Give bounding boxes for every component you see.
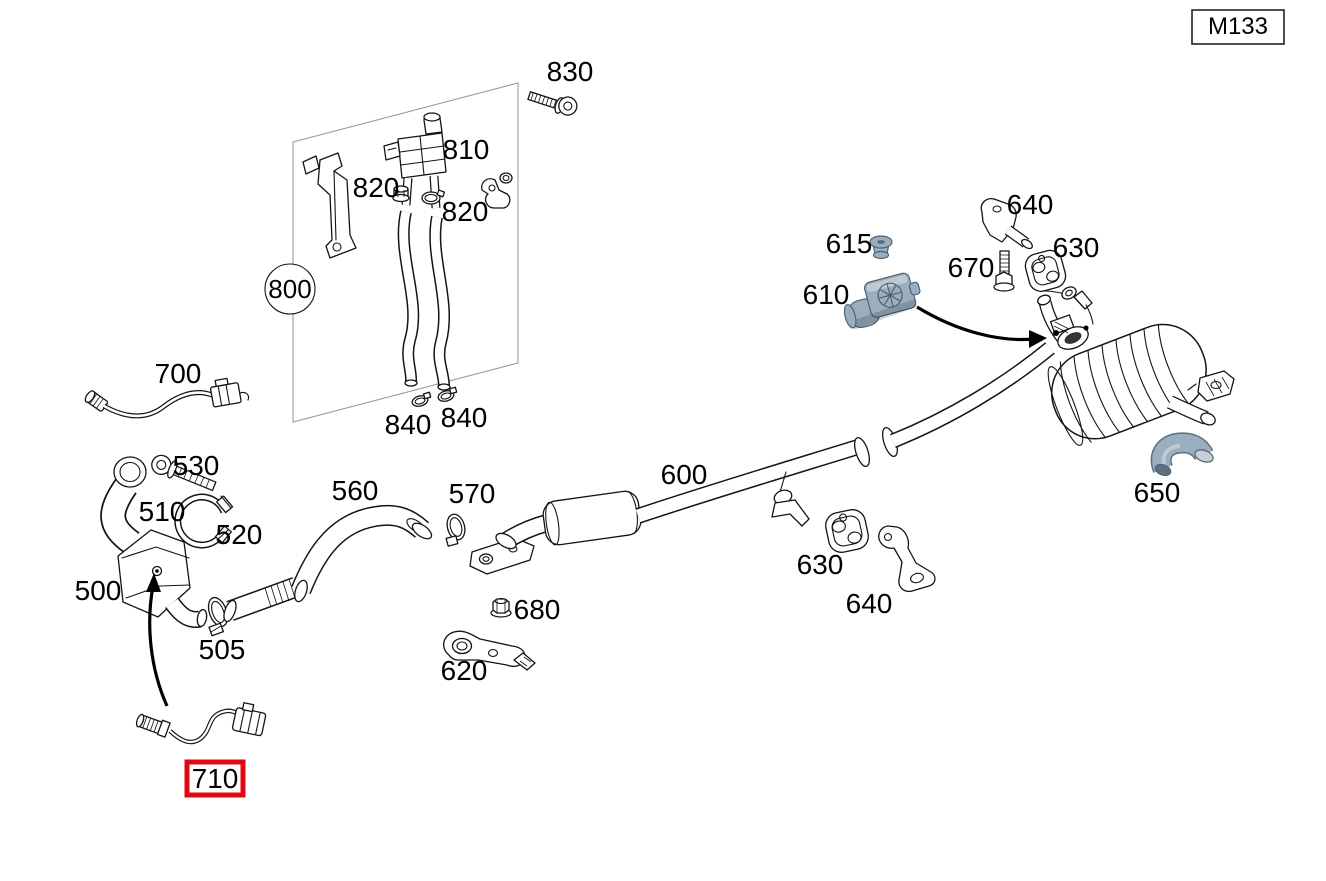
part-505-clamp[interactable] <box>205 595 231 637</box>
callout-820-left[interactable]: 820 <box>353 172 400 203</box>
kit-800-panel <box>292 82 519 423</box>
arrow-610-pointer <box>916 305 1047 348</box>
part-500-flex-coupling <box>223 577 300 623</box>
callout-680[interactable]: 680 <box>514 594 561 625</box>
callout-570[interactable]: 570 <box>449 478 496 509</box>
part-680-nut[interactable] <box>490 597 512 618</box>
part-630-rubber-mount-top[interactable] <box>1023 248 1069 294</box>
callout-820-right[interactable]: 820 <box>442 196 489 227</box>
callout-615[interactable]: 615 <box>826 228 873 259</box>
badge-code: M133 <box>1208 13 1268 40</box>
part-620-bracket[interactable] <box>443 630 536 671</box>
part-820-nut[interactable] <box>392 185 410 203</box>
callout-530[interactable]: 530 <box>173 450 220 481</box>
part-820-clamp[interactable] <box>421 189 446 205</box>
callout-670[interactable]: 670 <box>948 252 995 283</box>
part-830-bolt[interactable] <box>527 85 579 118</box>
model-code-badge: M133 <box>1191 9 1285 45</box>
callout-710[interactable]: 710 <box>192 763 239 794</box>
part-560-front-pipe[interactable] <box>291 504 434 603</box>
part-800-hoses[interactable] <box>397 210 451 391</box>
part-600-rear-muffler[interactable] <box>1036 284 1235 451</box>
callout-510[interactable]: 510 <box>139 496 186 527</box>
callout-800[interactable]: 800 <box>268 274 311 304</box>
callout-640-top[interactable]: 640 <box>1007 189 1054 220</box>
callout-630-mid[interactable]: 630 <box>797 549 844 580</box>
callout-505[interactable]: 505 <box>199 634 246 665</box>
part-650-tail-pipe[interactable] <box>1150 432 1215 478</box>
part-840-clamp-left[interactable] <box>411 391 432 408</box>
callout-500[interactable]: 500 <box>75 575 122 606</box>
part-640-bracket-mid[interactable] <box>878 525 936 593</box>
part-510-520-clamp[interactable] <box>174 493 234 549</box>
part-600-exhaust-assembly[interactable] <box>469 284 1235 575</box>
callout-650[interactable]: 650 <box>1134 477 1181 508</box>
callout-840-left[interactable]: 840 <box>385 409 432 440</box>
part-640-bracket-top[interactable] <box>980 198 1034 251</box>
part-610-actuator[interactable] <box>838 270 925 331</box>
part-570-clamp[interactable] <box>444 512 467 547</box>
callout-700[interactable]: 700 <box>155 358 202 389</box>
callout-640-mid[interactable]: 640 <box>846 588 893 619</box>
part-500-catalytic-converter[interactable] <box>100 456 208 628</box>
part-800-bracket[interactable] <box>302 152 357 259</box>
part-530-bolt[interactable] <box>149 453 218 496</box>
callout-630-top[interactable]: 630 <box>1053 232 1100 263</box>
callout-560[interactable]: 560 <box>332 475 379 506</box>
part-670-bolt[interactable] <box>993 250 1015 292</box>
callout-620[interactable]: 620 <box>441 655 488 686</box>
callout-610[interactable]: 610 <box>803 279 850 310</box>
callout-810[interactable]: 810 <box>443 134 490 165</box>
callout-710-highlighted[interactable]: 710 <box>184 759 246 798</box>
part-700-oxygen-sensor[interactable] <box>83 377 250 419</box>
callout-520[interactable]: 520 <box>216 519 263 550</box>
part-840-clamp-right[interactable] <box>437 386 458 403</box>
badge-box <box>1191 9 1285 45</box>
callout-800-balloon[interactable] <box>264 263 316 315</box>
part-630-rubber-mount-mid[interactable] <box>823 507 870 554</box>
callout-600[interactable]: 600 <box>661 459 708 490</box>
highlight-box <box>184 759 246 798</box>
callout-830[interactable]: 830 <box>547 56 594 87</box>
arrow-710-pointer <box>146 573 169 707</box>
panel-small-bracket <box>481 172 513 209</box>
part-710-oxygen-sensor[interactable] <box>135 701 267 745</box>
part-615-grommet[interactable] <box>869 235 893 260</box>
callout-840-right[interactable]: 840 <box>441 402 488 433</box>
